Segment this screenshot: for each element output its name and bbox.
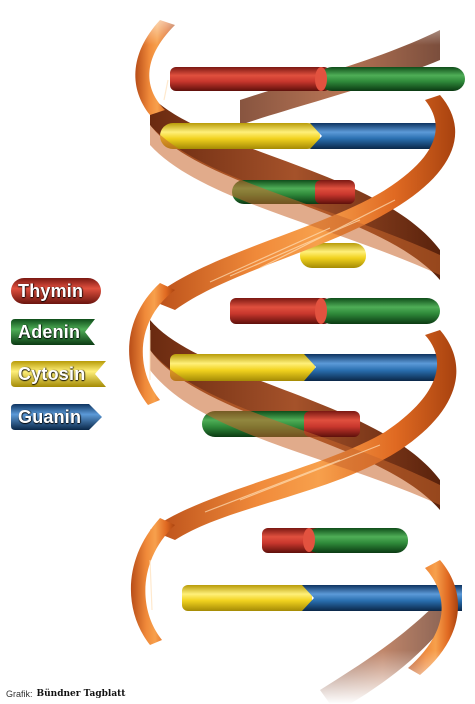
legend-item-guanin: Guanin xyxy=(11,403,81,431)
base-pair-cytosin-guanin-3 xyxy=(182,585,462,611)
legend-item-thymin: Thymin xyxy=(11,277,83,305)
base-pairs xyxy=(160,67,465,611)
base-pair-cytosin-guanin xyxy=(160,123,440,149)
credit-brand-logo: Bündner Tagblatt xyxy=(37,689,126,699)
base-pair-thymin-adenin-3 xyxy=(262,528,408,553)
credit-prefix: Grafik: xyxy=(6,689,33,699)
legend-item-adenin: Adenin xyxy=(11,318,80,346)
base-pair-thymin-adenin xyxy=(170,67,465,91)
legend-label-cytosin: Cytosin xyxy=(11,364,85,385)
legend-label-guanin: Guanin xyxy=(11,407,81,428)
graphic-credit: Grafik: Bündner Tagblatt xyxy=(6,689,125,699)
legend-label-adenin: Adenin xyxy=(11,322,80,343)
legend-label-thymin: Thymin xyxy=(11,281,83,302)
legend-item-cytosin: Cytosin xyxy=(11,360,85,388)
base-pair-thymin-adenin-2 xyxy=(230,298,440,324)
base-pair-cytosin-guanin-2 xyxy=(170,354,446,381)
